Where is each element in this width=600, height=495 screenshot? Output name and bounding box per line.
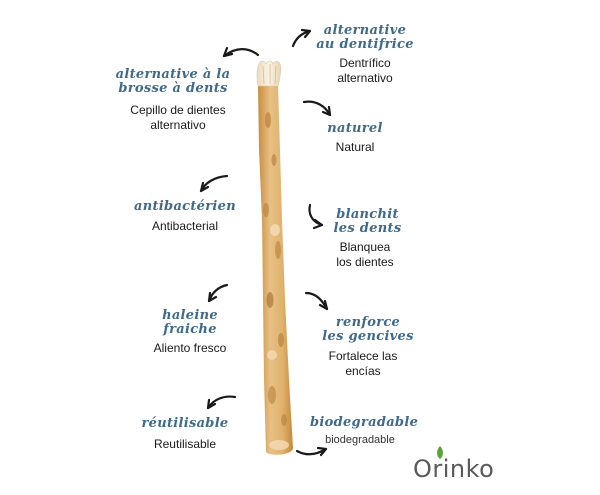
gums-label-fr: renforce les gencives: [318, 316, 418, 344]
label-line: Blanquea: [339, 240, 391, 254]
label-line: Dentrífico: [339, 56, 391, 70]
label-line: Antibacterial: [151, 219, 219, 233]
antibacterial-label-fr: antibactérien: [130, 200, 240, 214]
whitening-label-es: Blanquea los dientes: [330, 240, 400, 270]
label-line: los dientes: [336, 255, 394, 269]
label-line: au dentifrice: [316, 37, 414, 52]
label-line: haleine: [162, 308, 218, 323]
label-line: biodegradable: [310, 415, 419, 430]
label-line: alternativo: [337, 71, 393, 85]
label-line: Cepillo de dientes: [130, 103, 226, 117]
label-line: Fortalece las: [328, 349, 398, 363]
label-line: encías: [345, 364, 381, 378]
label-line: Natural: [335, 140, 375, 154]
label-line: les dents: [333, 221, 402, 236]
label-line: naturel: [327, 121, 383, 136]
biodegradable-label-es: biodegradable: [310, 433, 410, 448]
breath-label-es: Aliento fresco: [135, 341, 245, 356]
toothpaste-label-es: Dentrífico alternativo: [315, 56, 415, 86]
label-line: réutilisable: [141, 416, 229, 431]
orinko-logo: Orinko: [413, 455, 495, 483]
biodegradable-label-fr: biodegradable: [310, 415, 419, 430]
label-line: Aliento fresco: [153, 341, 227, 355]
reusable-label-es: Reutilisable: [135, 437, 235, 452]
label-line: biodegradable: [325, 434, 395, 446]
label-line: Reutilisable: [153, 437, 217, 451]
label-line: alternativo: [150, 118, 206, 132]
natural-label-es: Natural: [320, 140, 390, 155]
label-line: alternative: [323, 23, 407, 38]
toothbrush-label-es: Cepillo de dientes alternativo: [108, 103, 248, 133]
label-line: brosse à dents: [118, 81, 228, 96]
label-line: les gencives: [322, 329, 414, 344]
label-line: antibactérien: [134, 199, 236, 214]
antibacterial-label-es: Antibacterial: [130, 219, 240, 234]
whitening-label-fr: blanchit les dents: [330, 208, 405, 236]
label-line: alternative à la: [115, 67, 231, 82]
breath-label-fr: haleine fraiche: [145, 309, 235, 337]
label-line: blanchit: [336, 207, 399, 222]
leaf-icon: [437, 446, 443, 459]
label-line: fraiche: [163, 322, 217, 337]
natural-label-fr: naturel: [320, 122, 390, 136]
label-line: renforce: [335, 315, 401, 330]
gums-label-es: Fortalece las encías: [318, 349, 408, 379]
toothbrush-label-fr: alternative à la brosse à dents: [108, 68, 238, 96]
toothpaste-label-fr: alternative au dentifrice: [310, 24, 420, 52]
reusable-label-fr: réutilisable: [135, 417, 235, 431]
